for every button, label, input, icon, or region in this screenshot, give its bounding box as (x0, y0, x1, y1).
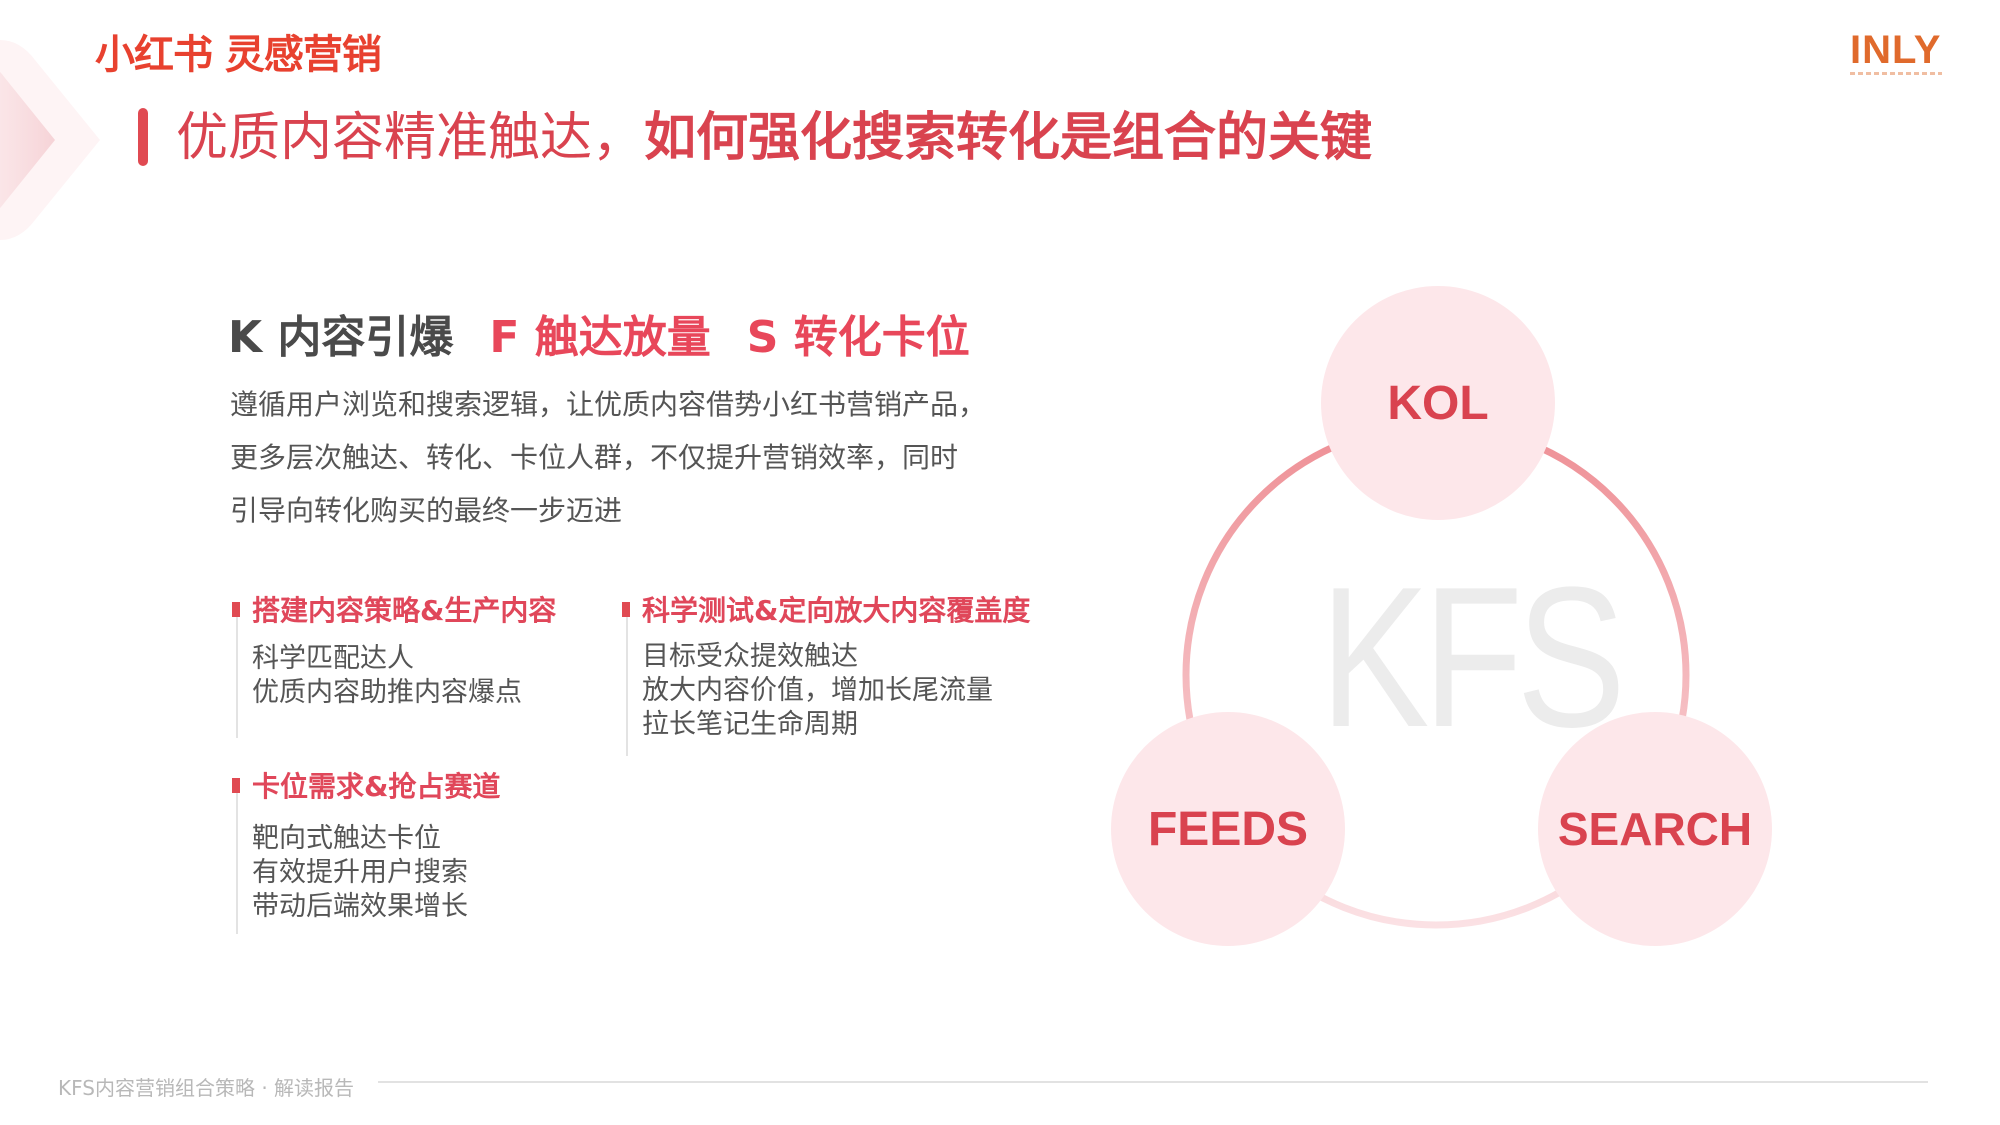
point-title: 卡位需求&抢占赛道 (252, 770, 501, 803)
headline-f: F 触达放量 (489, 312, 711, 363)
point-marker-icon (232, 602, 240, 617)
node-label: SEARCH (1557, 803, 1753, 855)
point-title: 搭建内容策略&生产内容 (252, 594, 557, 627)
page-title-part1: 优质内容精准触达， (176, 108, 645, 168)
footer-divider (378, 1081, 1928, 1083)
node-label: KOL (1387, 376, 1489, 430)
kfs-headline: K 内容引爆 F 触达放量 S 转化卡位 (228, 308, 970, 368)
point-line: 目标受众提效触达 (642, 641, 858, 672)
point-line: 放大内容价值，增加长尾流量 (642, 675, 993, 706)
node-kol: KOL (1321, 286, 1555, 520)
node-search: SEARCH (1538, 712, 1772, 946)
kfs-watermark: KFS (1320, 546, 1626, 769)
inly-logo-text: INLY (1850, 28, 1942, 72)
intro-line: 更多层次触达、转化、卡位人群，不仅提升营销效率，同时 (230, 441, 959, 474)
point-line: 拉长笔记生命周期 (642, 709, 858, 740)
point-line: 科学匹配达人 (252, 643, 414, 674)
page-title-part2: 如何强化搜索转化是组合的关键 (644, 108, 1373, 168)
point-marker-icon (622, 602, 630, 617)
inly-logo-tagline (1850, 72, 1942, 75)
point-divider (236, 792, 238, 934)
point-divider (626, 616, 628, 756)
footer-report-title: KFS内容营销组合策略 · 解读报告 (58, 1076, 355, 1100)
node-label: FEEDS (1147, 802, 1309, 856)
point-line: 有效提升用户搜索 (252, 857, 468, 888)
headline-k: K 内容引爆 (228, 312, 454, 363)
headline-s: S 转化卡位 (746, 312, 970, 363)
decorative-chevron-icon (0, 40, 100, 240)
page-title: 优质内容精准触达，如何强化搜索转化是组合的关键 (176, 106, 1372, 170)
intro-paragraph: 遵循用户浏览和搜索逻辑，让优质内容借势小红书营销产品， 更多层次触达、转化、卡位… (230, 378, 986, 537)
intro-line: 遵循用户浏览和搜索逻辑，让优质内容借势小红书营销产品， (230, 388, 987, 421)
inly-partner-logo: INLY (1850, 28, 1945, 75)
intro-line: 引导向转化购买的最终一步迈进 (230, 494, 623, 527)
point-marker-icon (232, 778, 240, 793)
point-title: 科学测试&定向放大内容覆盖度 (642, 594, 1031, 627)
point-line: 带动后端效果增长 (252, 891, 468, 922)
point-line: 靶向式触达卡位 (252, 823, 441, 854)
point-divider (236, 616, 238, 738)
title-accent-bar (138, 108, 148, 166)
point-line: 优质内容助推内容爆点 (252, 677, 522, 708)
node-feeds: FEEDS (1111, 712, 1345, 946)
xiaohongshu-brand-logo: 小红书 灵感营销 (95, 32, 382, 78)
